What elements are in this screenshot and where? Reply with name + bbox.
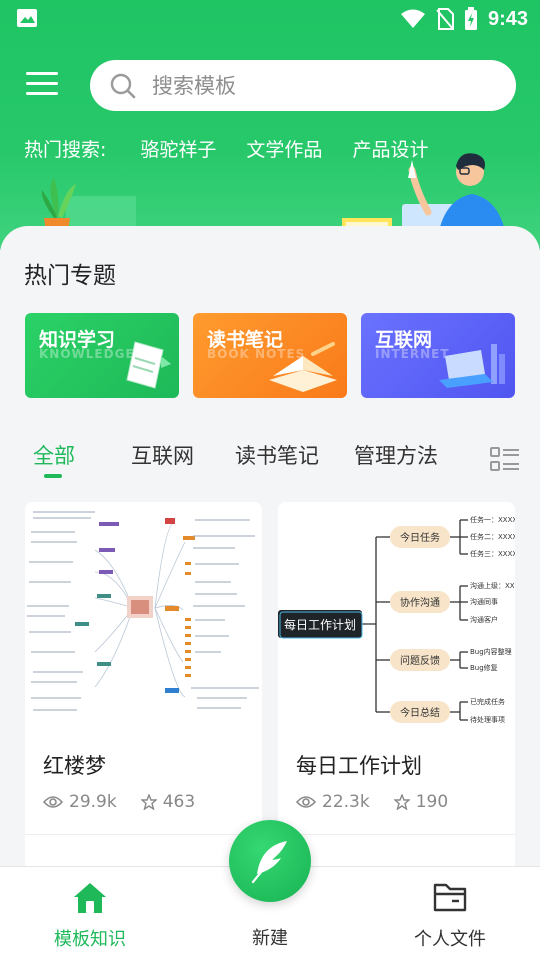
nav-label: 个人文件 xyxy=(414,929,486,950)
mindmap-leaf: 待处理事项 xyxy=(470,715,505,724)
gallery-icon xyxy=(17,9,37,27)
mindmap-leaf: 沟通同事 xyxy=(470,597,498,606)
nav-templates[interactable]: 模板知识 xyxy=(10,867,170,960)
hero-header: 9:43 热门搜索: 骆驼祥子 文学作品 产品设计 xyxy=(0,0,540,250)
topic-card-knowledge[interactable]: KNOWLEDGE 知识学习 xyxy=(25,313,179,398)
mindmap-root: 每日工作计划 xyxy=(284,617,356,632)
mindmap-leaf: 沟通上级：XXX xyxy=(470,581,515,590)
topic-label: 知识学习 xyxy=(39,329,116,351)
mindmap-branch: 今日任务 xyxy=(400,531,440,544)
hot-search-tag[interactable]: 文学作品 xyxy=(246,138,323,161)
template-thumbnail: 每日工作计划 今日任务 协作沟通 问题反馈 今日总结 任务一：XX xyxy=(278,502,515,727)
hot-search-tag[interactable]: 骆驼祥子 xyxy=(140,138,217,161)
mindmap-leaf: 任务三：XXXX xyxy=(470,549,515,558)
search-icon xyxy=(110,73,136,98)
list-view-icon[interactable] xyxy=(490,446,520,474)
eye-icon xyxy=(296,796,316,808)
hot-search-tag[interactable]: 产品设计 xyxy=(352,138,429,161)
mindmap-leaf: Bug内容整理 xyxy=(470,647,512,656)
battery-charging-icon xyxy=(464,7,477,30)
mindmap-leaf: 任务二：XXXX xyxy=(470,532,515,541)
star-icon xyxy=(393,794,410,810)
tab-management[interactable]: 管理方法 xyxy=(354,444,438,468)
tab-all[interactable]: 全部 xyxy=(33,444,75,468)
star-count: 463 xyxy=(162,792,196,812)
create-button[interactable] xyxy=(229,820,311,902)
open-book-icon xyxy=(269,342,337,392)
status-time: 9:43 xyxy=(487,7,528,30)
mindmap-preview: 每日工作计划 今日任务 协作沟通 问题反馈 今日总结 任务一：XX xyxy=(278,515,515,724)
section-title: 热门专题 xyxy=(24,263,116,289)
laptop-icon xyxy=(439,344,505,388)
status-icons: 9:43 xyxy=(400,4,528,34)
template-stats: 29.9k 463 xyxy=(43,792,219,812)
mindmap-leaf: 已完成任务 xyxy=(470,697,505,706)
mindmap-leaf: 沟通客户 xyxy=(470,615,498,624)
status-bar: 9:43 xyxy=(0,0,540,38)
template-card[interactable]: 每日工作计划 今日任务 协作沟通 问题反馈 今日总结 任务一：XX xyxy=(278,502,515,882)
eye-icon xyxy=(43,796,63,808)
hot-search-label: 热门搜索: xyxy=(24,138,107,161)
topic-card-internet[interactable]: INTERNET 互联网 xyxy=(361,313,515,398)
mindmap-branch: 今日总结 xyxy=(400,706,440,719)
topic-label: 读书笔记 xyxy=(207,329,284,351)
tab-internet[interactable]: 互联网 xyxy=(131,444,194,468)
topic-cards: KNOWLEDGE 知识学习 BOOK NOTES 读书笔记 INTERNET … xyxy=(25,313,515,399)
menu-icon[interactable] xyxy=(26,72,58,98)
template-name: 红楼梦 xyxy=(43,754,106,778)
hot-search-row: 热门搜索: 骆驼祥子 文学作品 产品设计 xyxy=(24,134,458,162)
mindmap-leaf: Bug修复 xyxy=(470,663,498,672)
template-thumbnail xyxy=(25,502,262,727)
template-name: 每日工作计划 xyxy=(296,754,422,778)
card-divider xyxy=(278,834,515,835)
create-label: 新建 xyxy=(252,928,288,949)
home-icon xyxy=(74,883,106,913)
search-bar[interactable] xyxy=(90,60,516,111)
view-count: 22.3k xyxy=(322,792,370,812)
search-input[interactable] xyxy=(152,73,472,98)
mindmap-branch: 问题反馈 xyxy=(400,654,440,667)
tab-book-notes[interactable]: 读书笔记 xyxy=(235,444,319,468)
wifi-icon xyxy=(400,9,425,28)
topic-sub: INTERNET xyxy=(375,347,450,361)
no-sim-icon xyxy=(436,8,454,30)
folder-icon xyxy=(433,883,467,912)
category-tabs: 全部 互联网 读书笔记 管理方法 xyxy=(0,434,540,484)
notebook-icon xyxy=(126,341,171,389)
feather-icon xyxy=(251,841,287,884)
content-panel: 热门专题 KNOWLEDGE 知识学习 BOOK NOTES 读书笔记 xyxy=(0,226,540,960)
mindmap-branch: 协作沟通 xyxy=(400,596,440,609)
active-tab-indicator xyxy=(44,474,62,478)
template-stats: 22.3k 190 xyxy=(296,792,472,812)
mindmap-preview xyxy=(27,511,259,711)
topic-sub: KNOWLEDGE xyxy=(39,347,135,361)
card-divider xyxy=(25,834,262,835)
topic-label: 互联网 xyxy=(375,329,433,351)
nav-personal-files[interactable]: 个人文件 xyxy=(370,867,530,960)
topic-sub: BOOK NOTES xyxy=(207,347,306,361)
nav-label: 模板知识 xyxy=(54,929,126,950)
view-count: 29.9k xyxy=(69,792,117,812)
template-card[interactable]: 红楼梦 29.9k 463 xyxy=(25,502,262,882)
topic-card-book-notes[interactable]: BOOK NOTES 读书笔记 xyxy=(193,313,347,398)
star-count: 190 xyxy=(415,792,449,812)
star-icon xyxy=(140,794,157,810)
mindmap-leaf: 任务一：XXXX xyxy=(470,515,515,524)
